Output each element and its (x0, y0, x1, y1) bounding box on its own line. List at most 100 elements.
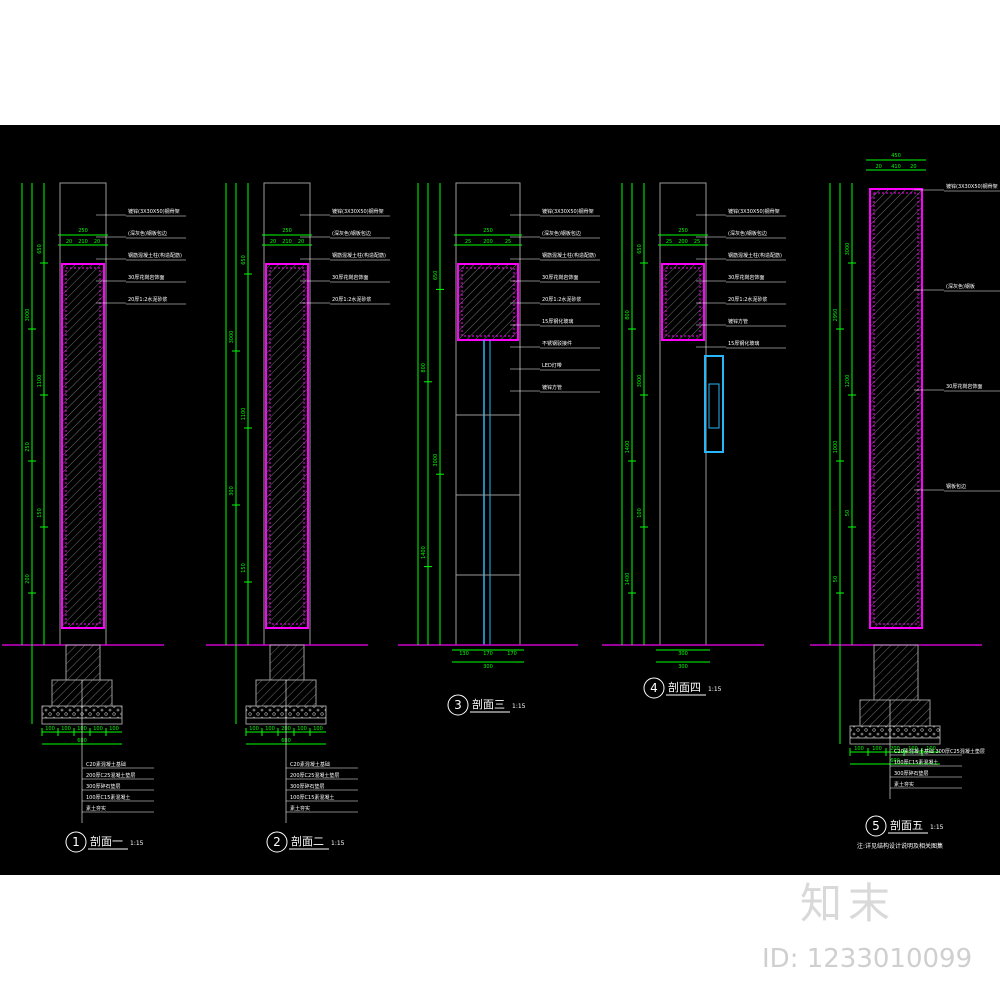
vertical-dim-text: 650 (241, 255, 247, 265)
vertical-dim-text: 650 (637, 244, 643, 254)
note-text: (深灰色)钢板包边 (332, 230, 371, 237)
section-title: 剖面三 (472, 697, 505, 711)
vertical-dim-text: 250 (25, 442, 31, 452)
note-text: C20素混凝土基础 (86, 761, 126, 768)
top-part-text: 210 (282, 239, 292, 245)
base-dim-text: 100 (313, 726, 323, 732)
steel-frame (65, 267, 101, 625)
section-scale: 1:15 (930, 824, 944, 831)
base-dim-text: 100 (854, 746, 864, 752)
note-text: 20厚1:2水泥砂浆 (542, 296, 581, 303)
section-number: 5 (872, 819, 880, 833)
vertical-dim-text: 1100 (241, 408, 247, 421)
note-text: 不锈钢驳接件 (542, 340, 572, 347)
section-title: 剖面四 (668, 680, 701, 694)
note-text: 钢筋混凝土柱(构造配筋) (128, 252, 182, 259)
note-text: (深灰色)钢板包边 (728, 230, 767, 237)
drawing-background (0, 125, 1000, 875)
note-text: 20厚1:2水泥砂浆 (332, 296, 371, 303)
vertical-dim-text: 200 (25, 574, 31, 584)
top-part-text: 20 (910, 164, 916, 170)
top-width-text: 250 (678, 228, 688, 234)
vertical-dim-text: 50 (833, 576, 839, 582)
column-stem (873, 644, 919, 701)
vertical-dim-text: 3000 (25, 309, 31, 322)
vertical-dim-text: 150 (241, 563, 247, 573)
note-text: (深灰色)钢板包边 (128, 230, 167, 237)
note-text: 30厚花岗岩饰面 (946, 383, 982, 390)
section-number-circle (643, 677, 665, 699)
top-width-text: 250 (483, 228, 493, 234)
steel-frame (461, 267, 515, 337)
vertical-dim-text: 3000 (637, 375, 643, 388)
section-number: 4 (650, 681, 658, 695)
vertical-dim-text: 50 (845, 510, 851, 516)
note-text: (深灰色)钢板包边 (542, 230, 581, 237)
top-part-text: 20 (270, 239, 276, 245)
top-part-text: 20 (298, 239, 304, 245)
section-scale: 1:15 (331, 840, 345, 847)
vertical-dim-text: 1400 (625, 573, 631, 586)
light-box (704, 355, 724, 453)
top-part-text: 25 (666, 239, 672, 245)
section-title: 剖面一 (90, 834, 123, 848)
base-dim-text: 100 (872, 746, 882, 752)
note-text: (深灰色)钢板 (946, 283, 975, 290)
note-text: 30厚花岗岩饰面 (332, 274, 368, 281)
base-dim-text: 100 (926, 746, 936, 752)
note-text: 20厚1:2水泥砂浆 (728, 296, 767, 303)
note-text: 100厚C15素混凝土 (86, 794, 130, 801)
base-dim-text: 200 (890, 746, 900, 752)
top-part-text: 410 (891, 164, 901, 170)
top-part-text: 200 (483, 239, 493, 245)
note-text: 30厚花岗岩饰面 (728, 274, 764, 281)
note-text: 300厚碎石垫层 (86, 783, 121, 790)
note-text: 素土夯实 (86, 805, 106, 812)
vertical-dim-text: 1100 (37, 375, 43, 388)
light-box-inner (708, 383, 720, 429)
steel-frame (269, 267, 305, 625)
note-text: 素土夯实 (290, 805, 310, 812)
vertical-dim-text: 800 (421, 363, 427, 373)
note-text: 镀锌方管 (542, 384, 562, 391)
vertical-dim-text: 3000 (433, 454, 439, 467)
top-width-text: 450 (891, 153, 901, 159)
section-number-circle (447, 694, 469, 716)
base-dim-text: 100 (45, 726, 55, 732)
note-text: 钢筋混凝土柱(构造配筋) (332, 252, 386, 259)
section-number: 1 (72, 835, 80, 849)
base-total-text: 300 (483, 664, 493, 670)
note-text: 钢板包边 (946, 483, 966, 490)
vertical-dim-text: 150 (37, 508, 43, 518)
top-width-text: 250 (282, 228, 292, 234)
section-scale: 1:15 (708, 686, 722, 693)
note-text: 15厚钢化玻璃 (542, 318, 573, 325)
top-width-text: 250 (78, 228, 88, 234)
base-dim-text: 100 (249, 726, 259, 732)
base-dim-text: 170 (483, 651, 493, 657)
vertical-dim-text: 2950 (833, 309, 839, 322)
section-number-circle (266, 831, 288, 853)
note-text: 钢筋混凝土柱(构造配筋) (542, 252, 596, 259)
note-text: 15厚钢化玻璃 (728, 340, 759, 347)
note-text: LED灯带 (542, 362, 562, 369)
vertical-dim-text: 1400 (625, 441, 631, 454)
note-text: 镀锌(3X30X50)钢骨架 (542, 208, 594, 215)
vertical-dim-text: 100 (637, 508, 643, 518)
section-scale: 1:15 (130, 840, 144, 847)
granite-panel (869, 188, 923, 629)
note-text: 300厚碎石垫层 (290, 783, 325, 790)
vertical-dim-text: 3000 (845, 243, 851, 256)
footing (859, 699, 931, 727)
note-text: 镀锌(3X30X50)钢骨架 (128, 208, 180, 215)
top-part-text: 25 (505, 239, 511, 245)
base-total-text: 300 (678, 664, 688, 670)
vertical-dim-text: 1400 (421, 546, 427, 559)
granite-panel (61, 263, 105, 629)
base-dim-text: 100 (93, 726, 103, 732)
section-scale: 1:15 (512, 703, 526, 710)
